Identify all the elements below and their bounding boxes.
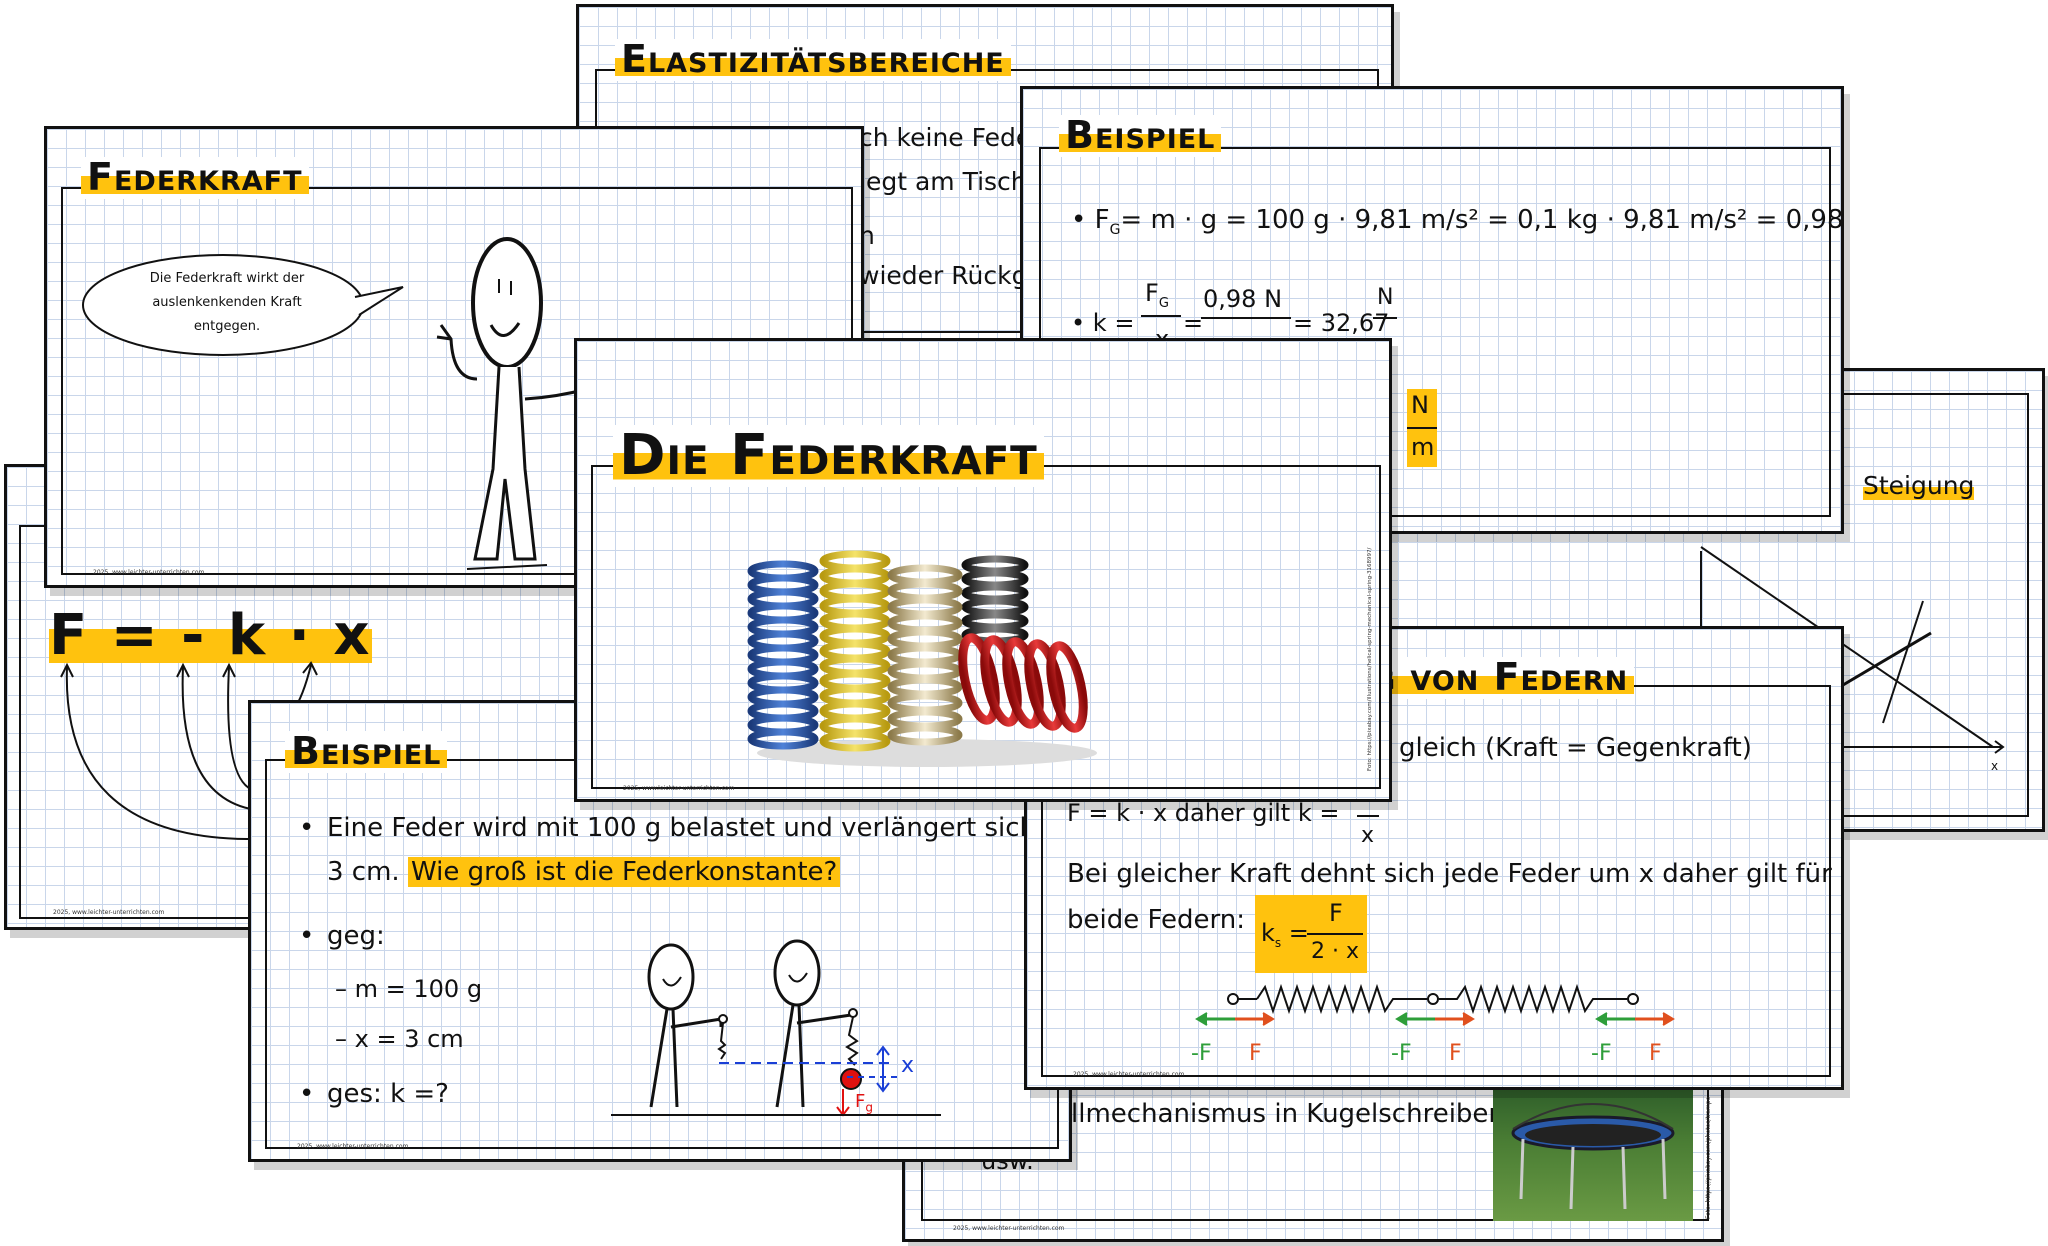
reihe-line2-den: x [1361, 823, 1375, 848]
reihe-line1: gleich (Kraft = Gegenkraft) [1399, 733, 1752, 763]
x-axis-label: x [1991, 759, 1999, 773]
aufgabe-question: Wie groß ist die Federkonstante? [407, 857, 841, 887]
slide-text-line: iegt am Tisch [859, 167, 1027, 196]
fg-rest: = m · g = 100 g · 9,81 m/s² = 0,1 kg · 9… [1120, 205, 1844, 235]
given-m: – m = 100 g [335, 975, 483, 1003]
ks-symbol: ks = [1261, 919, 1309, 950]
k-bullet: • k = [1071, 309, 1135, 337]
slide-footer: 2025, www.leichter-unterrichten.com [93, 569, 205, 576]
geg-label: geg: [299, 921, 385, 951]
anwendung-line: llmechanismus in Kugelschreibern [1071, 1099, 1516, 1129]
fg-equation: • FG= m · g = 100 g · 9,81 m/s² = 0,1 kg… [1071, 205, 1844, 239]
steigung-label: Steigung [1863, 471, 1975, 500]
spring-experiment-drawing [611, 939, 941, 1117]
frac-eq: = [1183, 309, 1204, 337]
weight-force-sub: g [865, 1100, 873, 1115]
frac-value-num: 0,98 N [1203, 285, 1283, 313]
gold-spring [887, 564, 963, 746]
hl-unit-den: m [1411, 433, 1435, 461]
slide-footer: 2025, www.leichter-unterrichten.com [297, 1143, 409, 1150]
frac-line [1357, 815, 1379, 817]
given-x: – x = 3 cm [335, 1025, 464, 1053]
ges-label: ges: k =? [299, 1079, 449, 1109]
slide-text-line: wieder Rückg [859, 261, 1028, 290]
slide-die-federkraft: Die Federkraft Foto: https://pixabay.com… [574, 338, 1392, 802]
reihe-line2: F = k · x daher gilt k = [1067, 799, 1340, 827]
ks-eq: = [1281, 919, 1309, 947]
stickman-figure [436, 237, 588, 570]
frac-fg-f: F [1145, 279, 1159, 307]
aufgabe-line-start: 3 cm. [327, 857, 408, 887]
hl-unit-num: N [1411, 391, 1429, 419]
slide-footer: 2025, www.leichter-unterrichten.com [53, 909, 165, 916]
slide-frame [1039, 147, 1831, 517]
photo-credit: Foto: https://pixabay.com/illustrations/… [1367, 547, 1373, 771]
force-label: -F [1391, 1041, 1412, 1066]
black-spring [961, 555, 1029, 645]
springs-photo [747, 550, 1097, 767]
frac-fg-num: FG [1145, 279, 1169, 311]
reihe-line4: beide Federn: [1067, 905, 1245, 935]
main-title: Die Federkraft [613, 425, 1044, 487]
result-value: = 32,67 [1293, 309, 1390, 337]
slide-title: Federkraft [81, 156, 309, 199]
slide-title: g von Federn [1367, 656, 1635, 699]
frac-line [1373, 317, 1397, 319]
blue-spring [747, 560, 819, 750]
slide-title: Beispiel [285, 730, 448, 773]
fg-subscript: G [1109, 222, 1121, 239]
formula-main: F = - k · x [49, 603, 372, 668]
frac-line [1201, 317, 1291, 319]
slide-text-line: ch keine Fede [859, 123, 1032, 152]
frac-fg-sub: G [1158, 295, 1169, 311]
fg-bullet: • F [1071, 205, 1110, 235]
trampoline-photo [1493, 1089, 1693, 1221]
speech-text: Die Federkraft wirkt der auslenkenkenden… [149, 271, 305, 334]
given-x-value: x = 3 cm [354, 1025, 464, 1053]
measure-x-label: x [901, 1053, 915, 1078]
ks-sub: s [1274, 935, 1282, 950]
unit-num: N [1377, 285, 1394, 310]
aufgabe-line: 3 cm. Wie groß ist die Federkonstante? [327, 857, 841, 887]
frac-line [1141, 315, 1181, 317]
photo-credit: Foto: https://pixabay.com/photos/trampo [1705, 1096, 1712, 1219]
force-label: -F [1591, 1041, 1612, 1066]
ks-formula-box: ks = F 2 · x [1255, 895, 1367, 973]
slide-footer: 2025, www.leichter-unterrichten.com [953, 1225, 1065, 1232]
speech-bubble [82, 254, 404, 356]
frac-line [1407, 427, 1437, 429]
force-label: F [1649, 1041, 1662, 1066]
slide-footer: 2025, www.leichter-unterrichten.com [623, 785, 735, 792]
ks-num: F [1329, 899, 1343, 927]
red-spring [958, 633, 1088, 733]
slide-title: Elastizitätsbereiche [615, 38, 1011, 81]
aufgabe-line: Eine Feder wird mit 100 g belastet und v… [299, 813, 1069, 843]
reihe-line3: Bei gleicher Kraft dehnt sich jede Feder… [1067, 859, 1832, 889]
slide-footer: 2025, www.leichter-unterrichten.com [1073, 1071, 1185, 1078]
given-m-value: m = 100 g [354, 975, 483, 1003]
slide-title: Beispiel [1059, 114, 1222, 157]
weight-force-label: Fg [855, 1091, 873, 1115]
ks-den: 2 · x [1311, 939, 1359, 964]
yellow-spring [819, 550, 891, 752]
ks-k: k [1261, 919, 1275, 947]
frac-line [1307, 933, 1363, 935]
force-label: -F [1191, 1041, 1212, 1066]
force-label: F [1449, 1041, 1462, 1066]
weight-force-f: F [855, 1091, 866, 1112]
force-label: F [1249, 1041, 1262, 1066]
springs-in-series [1195, 983, 1675, 1026]
